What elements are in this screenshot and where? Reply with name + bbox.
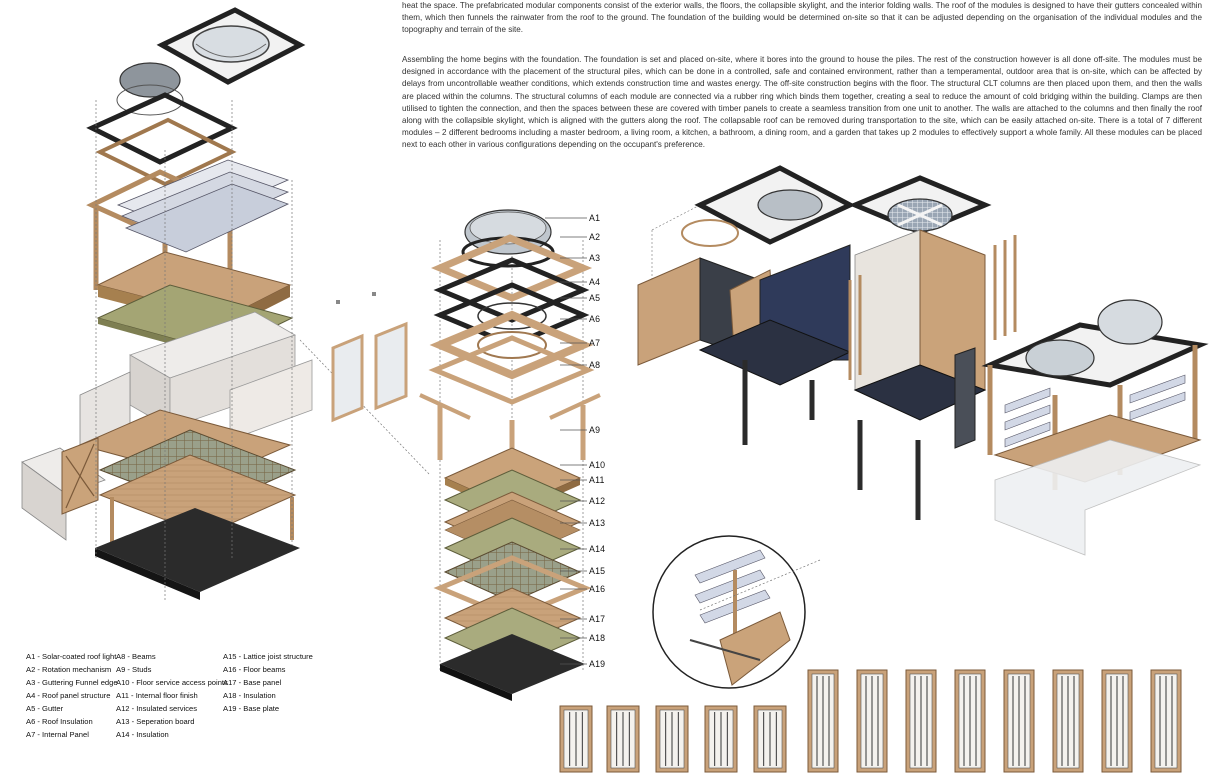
legend-item: A3 - Guttering Funnel edge [26, 678, 118, 687]
legend-item: A5 - Gutter [26, 704, 64, 713]
legend-item: A12 - Insulated services [116, 704, 198, 713]
elevation-thumbnail [704, 705, 738, 773]
elevation-thumbnail [655, 705, 689, 773]
description-paragraph-1: heat the space. The prefabricated modula… [402, 1, 1202, 35]
component-tag-a18: A18 [589, 633, 606, 643]
component-tag-a4: A4 [589, 277, 601, 287]
component-tag-a6: A6 [589, 314, 601, 324]
module-living [848, 175, 1017, 520]
component-tag-a8: A8 [589, 360, 601, 370]
elevation-thumbnail [856, 669, 888, 773]
legend-item: A19 - Base plate [223, 704, 280, 713]
module-garden [981, 299, 1209, 556]
component-tag-a16: A16 [589, 584, 606, 594]
elevation-thumbnail [1101, 669, 1133, 773]
legend-column-1: A1 - Solar-coated roof light A2 - Rotati… [26, 650, 118, 741]
left-roof-frame [156, 7, 306, 85]
component-tag-a3: A3 [589, 253, 601, 263]
elevation-thumbnails [559, 669, 1182, 773]
component-tag-a17: A17 [589, 614, 606, 624]
description-paragraph-2: Assembling the home begins with the foun… [402, 55, 1202, 150]
legend-item: A17 - Base panel [223, 678, 282, 687]
component-tag-a12: A12 [589, 496, 606, 506]
component-tag-a1: A1 [589, 213, 601, 223]
legend-item: A2 - Rotation mechanism [26, 665, 112, 674]
center-exploded-stack [419, 209, 601, 701]
component-tag-a5: A5 [589, 293, 601, 303]
floating-wall-panels [331, 292, 408, 423]
left-skylight-dome [116, 62, 184, 116]
left-side-door-panel [21, 437, 106, 541]
legend-item: A16 - Floor beams [223, 665, 286, 674]
detail-callout [652, 535, 821, 689]
component-tag-a7: A7 [589, 338, 601, 348]
legend-item: A18 - Insulation [223, 691, 276, 700]
module-bathroom [637, 165, 856, 445]
elevation-thumbnail [807, 669, 839, 773]
legend-column-3: A15 - Lattice joist structure A16 - Floo… [223, 650, 313, 715]
legend-column-2: A8 - Beams A9 - Studs A10 - Floor servic… [116, 650, 228, 741]
legend-item: A11 - Internal floor finish [116, 691, 198, 700]
legend-item: A4 - Roof panel structure [26, 691, 111, 700]
right-assembled-modules [637, 165, 1209, 556]
legend-item: A8 - Beams [116, 652, 156, 661]
component-tag-a2: A2 [589, 232, 601, 242]
component-tag-a11: A11 [589, 475, 605, 485]
elevation-thumbnail [954, 669, 986, 773]
legend-item: A9 - Studs [116, 665, 152, 674]
elevation-thumbnail [905, 669, 937, 773]
tag-leader-lines [545, 217, 587, 665]
elevation-thumbnail [753, 705, 787, 773]
legend-item: A7 - Internal Panel [26, 730, 89, 739]
legend-item: A13 - Seperation board [116, 717, 195, 726]
component-tag-a15: A15 [589, 566, 606, 576]
legend-item: A14 - Insulation [116, 730, 169, 739]
legend-item: A6 - Roof Insulation [26, 717, 93, 726]
legend-item: A15 - Lattice joist structure [223, 652, 313, 661]
component-tag-a13: A13 [589, 518, 606, 528]
legend-item: A10 - Floor service access points [116, 678, 228, 687]
elevation-thumbnail [1003, 669, 1035, 773]
component-tag-a14: A14 [589, 544, 606, 554]
component-tag-a19: A19 [589, 659, 606, 669]
elevation-thumbnail [606, 705, 640, 773]
elevation-thumbnail [559, 705, 593, 773]
component-tag-a9: A9 [589, 425, 601, 435]
elevation-thumbnail [1150, 669, 1182, 773]
component-tag-a10: A10 [589, 460, 606, 470]
left-exploded-module [21, 7, 431, 600]
legend-item: A1 - Solar-coated roof light [26, 652, 117, 661]
elevation-thumbnail [1052, 669, 1084, 773]
